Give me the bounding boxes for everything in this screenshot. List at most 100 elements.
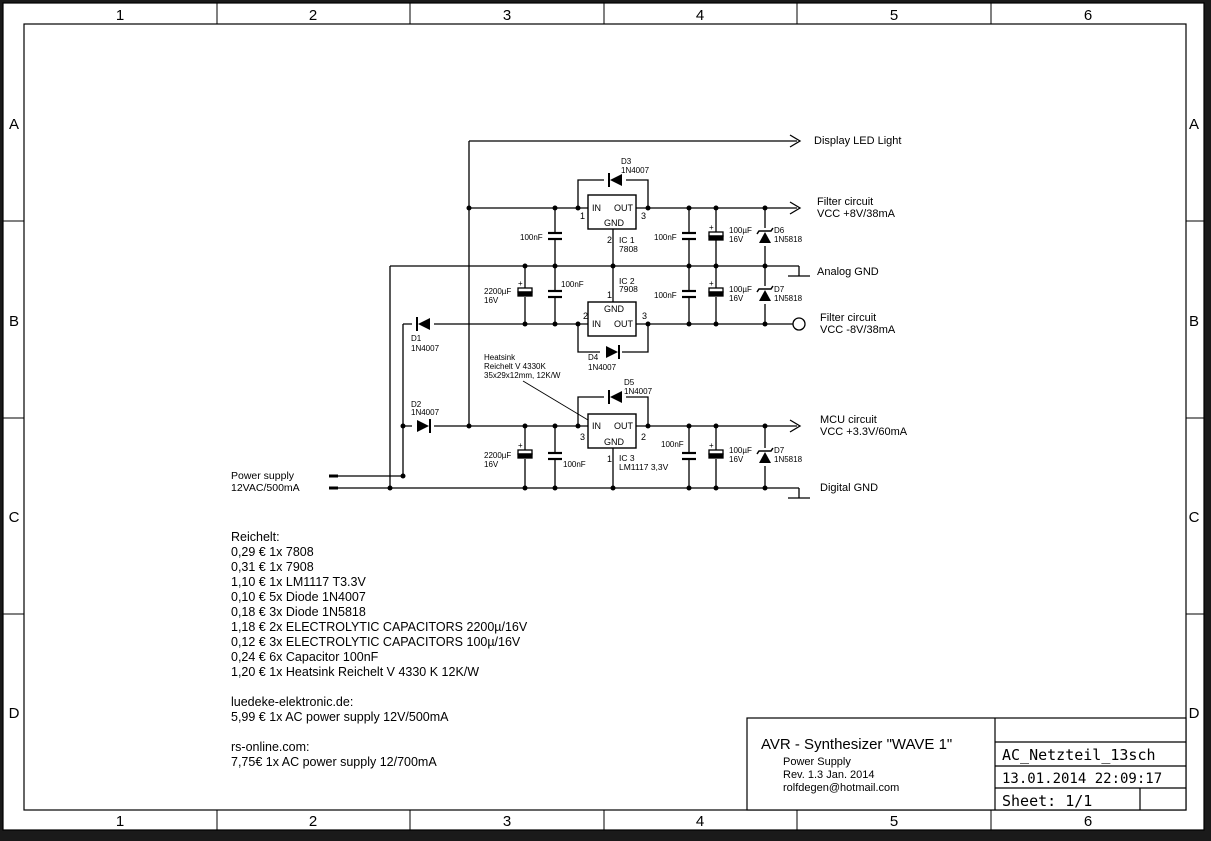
ic2-pin3: 3 xyxy=(642,311,647,321)
ic3-value: LM1117 3,3V xyxy=(619,462,669,472)
row-label-d: D xyxy=(9,705,20,722)
col-label-6: 6 xyxy=(1084,7,1092,24)
heatsink-label-1: Heatsink xyxy=(484,353,516,362)
row-label-a: A xyxy=(9,116,19,133)
row-label-c: C xyxy=(9,509,20,526)
heatsink-label-3: 35x29x12mm, 12K/W xyxy=(484,371,561,380)
col-label-3: 3 xyxy=(503,7,511,24)
mcu-label-2: VCC +3.3V/60mA xyxy=(820,426,908,438)
ic1-ref: IC 1 xyxy=(619,235,635,245)
col-label-6-bottom: 6 xyxy=(1084,813,1092,830)
c-2200u-1-voltage: 16V xyxy=(484,296,499,305)
electrolytic-capacitors xyxy=(517,231,724,459)
c-100n-2-label: 100nF xyxy=(654,233,677,242)
analog-gnd-label: Analog GND xyxy=(817,266,879,278)
c-100n-6-label: 100nF xyxy=(661,440,684,449)
diode-d7b-icon xyxy=(756,447,774,466)
ic3-out-label: OUT xyxy=(614,421,634,431)
c-100n-5-label: 100nF xyxy=(563,460,586,469)
c-100u-2-voltage: 16V xyxy=(729,294,744,303)
ic2-value: 7908 xyxy=(619,284,638,294)
ic1-pin3: 3 xyxy=(641,211,646,221)
ic3-in-label: IN xyxy=(592,421,601,431)
d7b-value: 1N5818 xyxy=(774,455,803,464)
ic1-out-label: OUT xyxy=(614,203,634,213)
filter-neg-label-2: VCC -8V/38mA xyxy=(820,324,896,336)
ic3-pin3: 3 xyxy=(580,432,585,442)
diode-d1-icon xyxy=(412,316,434,332)
ic1-regulator xyxy=(587,194,637,230)
power-supply-terminals xyxy=(329,474,338,490)
c-100u-1-value: 100µF xyxy=(729,226,752,235)
title-date: 13.01.2014 22:09:17 xyxy=(1002,771,1162,787)
title-main: AVR - Synthesizer "WAVE 1" xyxy=(761,736,952,753)
c-2200u-2-voltage: 16V xyxy=(484,460,499,469)
ic1-gnd-label: GND xyxy=(604,218,625,228)
junctions xyxy=(387,205,768,491)
bom-line: 0,12 € 3x ELECTROLYTIC CAPACITORS 100µ/1… xyxy=(231,635,521,649)
c-2200u-1-value: 2200µF xyxy=(484,287,511,296)
col-label-1-bottom: 1 xyxy=(116,813,124,830)
bom-line: 0,24 € 6x Capacitor 100nF xyxy=(231,650,379,664)
ic2-gnd-label: GND xyxy=(604,304,625,314)
col-label-4-bottom: 4 xyxy=(696,813,704,830)
diode-d2-icon xyxy=(412,418,434,434)
bom-line: 7,75€ 1x AC power supply 12/700mA xyxy=(231,755,437,769)
c-plus-5: + xyxy=(709,441,714,450)
title-sub-3: rolfdegen@hotmail.com xyxy=(783,782,899,794)
d2-value: 1N4007 xyxy=(411,408,440,417)
ic2-pin2: 2 xyxy=(583,311,588,321)
col-label-2-bottom: 2 xyxy=(309,813,317,830)
row-label-d-right: D xyxy=(1189,705,1200,722)
power-supply-label-1: Power supply xyxy=(231,470,295,482)
heatsink-label-2: Reichelt V 4330K xyxy=(484,362,546,371)
c-100u-3-value: 100µF xyxy=(729,446,752,455)
c-100n-1-label: 100nF xyxy=(520,233,543,242)
power-supply-label-2: 12VAC/500mA xyxy=(231,482,300,494)
d4-value: 1N4007 xyxy=(588,363,617,372)
col-label-1: 1 xyxy=(116,7,124,24)
ceramic-capacitors xyxy=(548,231,696,461)
row-label-a-right: A xyxy=(1189,116,1199,133)
bom-line: 5,99 € 1x AC power supply 12V/500mA xyxy=(231,710,449,724)
ic3-ref: IC 3 xyxy=(619,453,635,463)
row-label-b-right: B xyxy=(1189,313,1199,330)
col-label-3-bottom: 3 xyxy=(503,813,511,830)
ic3-regulator xyxy=(587,413,637,449)
d6-ref: D6 xyxy=(774,226,785,235)
d3-value: 1N4007 xyxy=(621,166,650,175)
neg-rail-terminal-icon xyxy=(792,317,806,331)
title-sheet: Sheet: 1/1 xyxy=(1002,792,1092,810)
display-led-label: Display LED Light xyxy=(814,135,901,147)
diode-d3-icon xyxy=(604,172,626,188)
mcu-label-1: MCU circuit xyxy=(820,414,877,426)
title-sub-1: Power Supply xyxy=(783,756,851,768)
ic2-pin1: 1 xyxy=(607,290,612,300)
col-label-5-bottom: 5 xyxy=(890,813,898,830)
bom-line: luedeke-elektronic.de: xyxy=(231,695,353,709)
ic3-pin1: 1 xyxy=(607,454,612,464)
ic2-ref: IC 2 xyxy=(619,276,635,286)
col-label-2: 2 xyxy=(309,7,317,24)
bom-line: Reichelt: xyxy=(231,530,280,544)
d6-value: 1N5818 xyxy=(774,235,803,244)
ic1-in-label: IN xyxy=(592,203,601,213)
c-100u-3-voltage: 16V xyxy=(729,455,744,464)
c-plus-1: + xyxy=(709,223,714,232)
ic1-pin2: 2 xyxy=(607,235,612,245)
bom-line: rs-online.com: xyxy=(231,740,310,754)
d1-ref: D1 xyxy=(411,334,422,343)
bom-line: 0,10 € 5x Diode 1N4007 xyxy=(231,590,366,604)
d3-ref: D3 xyxy=(621,157,632,166)
ic2-regulator xyxy=(587,301,637,337)
c-2200u-2-value: 2200µF xyxy=(484,451,511,460)
col-label-5: 5 xyxy=(890,7,898,24)
row-label-b: B xyxy=(9,313,19,330)
ic3-pin2: 2 xyxy=(641,432,646,442)
title-sub-2: Rev. 1.3 Jan. 2014 xyxy=(783,769,875,781)
title-file: AC_Netzteil_13sch xyxy=(1002,746,1156,764)
title-block: AVR - Synthesizer "WAVE 1" Power Supply … xyxy=(746,717,1187,811)
c-plus-4: + xyxy=(518,441,523,450)
d5-value: 1N4007 xyxy=(624,387,653,396)
d4-ref: D4 xyxy=(588,353,599,362)
